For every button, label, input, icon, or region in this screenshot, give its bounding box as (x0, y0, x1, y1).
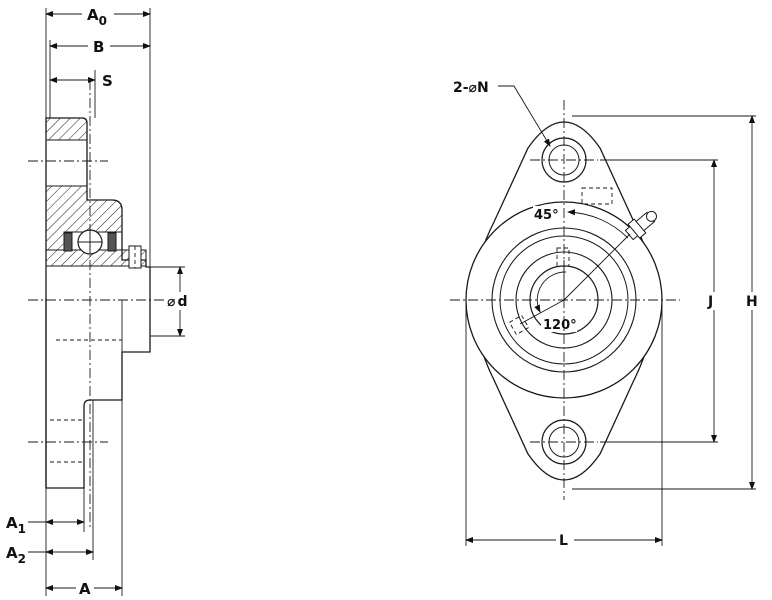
dim-s-label: S (102, 72, 113, 90)
arc-45 (567, 209, 629, 239)
leader-n (498, 85, 551, 147)
dim-a1-label: A1 (6, 514, 26, 536)
side-seal-left (63, 232, 73, 252)
dim-a0-label: A0 (87, 6, 107, 28)
angle-120-label: 120° (543, 318, 577, 333)
grease-fitting (624, 210, 657, 241)
front-view: 45° 120° 2-⌀N J H L (450, 80, 761, 549)
dim-d-label: ⌀d (167, 294, 187, 310)
dim-b-label: B (93, 38, 104, 56)
dim-j-label: J (707, 294, 713, 310)
side-hatch-upper (45, 117, 88, 141)
marking-rect (581, 187, 613, 205)
dim-a-label: A (79, 580, 91, 598)
side-flange-outline (45, 117, 151, 489)
dim-l-label: L (559, 533, 568, 549)
dim-h-label: H (746, 294, 758, 310)
side-seal-right (107, 232, 117, 252)
holes-n-label: 2-⌀N (453, 80, 489, 96)
dim-a2-label: A2 (6, 544, 26, 566)
side-hatch-mid (45, 185, 123, 251)
set-screw-top (556, 247, 570, 267)
side-view: A0 B S ⌀d A1 A2 A (6, 4, 193, 598)
angle-45-label: 45° (534, 208, 559, 223)
arc-120 (534, 271, 567, 313)
